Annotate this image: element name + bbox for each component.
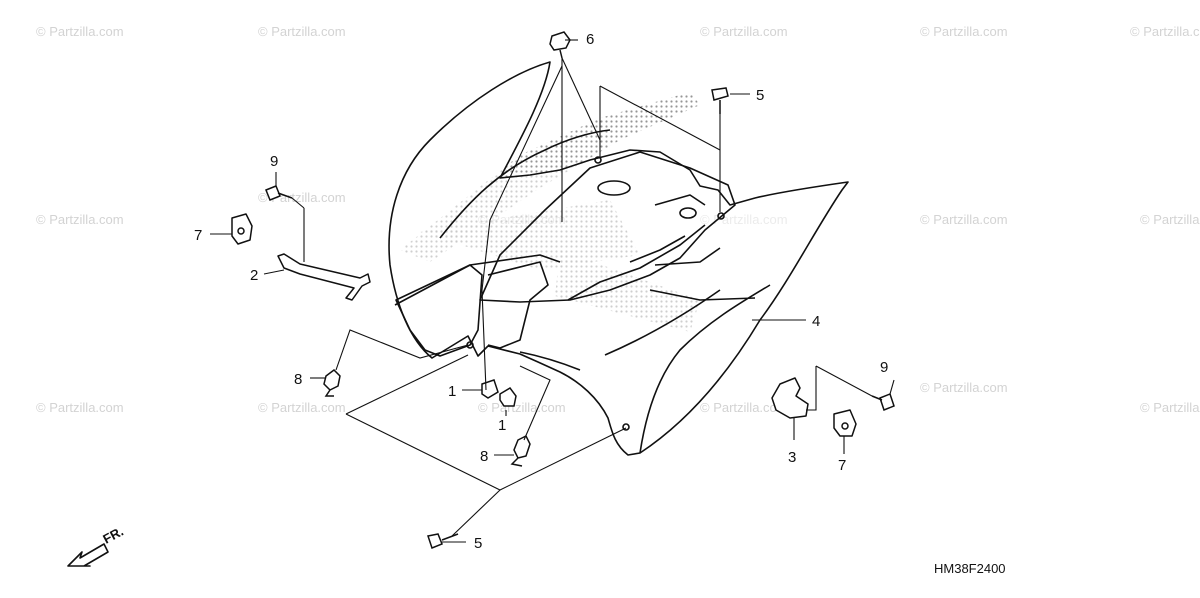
callout-1-a: 1 [448, 383, 456, 400]
diagram-code: HM38F2400 [934, 561, 1006, 576]
callout-8-left: 8 [294, 371, 302, 388]
watermark: © Partzilla.com [1130, 24, 1200, 39]
rear-fender [388, 61, 849, 456]
callout-1-b: 1 [498, 417, 506, 434]
callout-8-right: 8 [480, 448, 488, 465]
watermark: © Partzilla.com [1140, 212, 1200, 227]
watermark: © Partzilla.com [258, 400, 346, 415]
clip-part-7 [231, 213, 857, 437]
callout-7-left: 7 [194, 227, 202, 244]
bracket-part-3 [771, 377, 809, 419]
bolt-part-5 [427, 87, 729, 549]
callout-3: 3 [788, 449, 796, 466]
callout-6: 6 [586, 31, 594, 48]
watermark: © Partzilla.com [258, 24, 346, 39]
front-arrow-label: FR. [100, 524, 126, 547]
callout-9-left: 9 [270, 153, 278, 170]
watermark: © Partzilla.com [920, 380, 1008, 395]
callout-4: 4 [812, 313, 820, 330]
bracket-part-2 [277, 253, 371, 301]
callout-9-right: 9 [880, 359, 888, 376]
watermark: © Partzilla.com [36, 212, 124, 227]
watermark: © Partzilla.com [700, 400, 788, 415]
bolt-part-9 [265, 185, 895, 411]
watermark: © Partzilla.com [36, 24, 124, 39]
watermark: © Partzilla.com [36, 400, 124, 415]
callout-7-right: 7 [838, 457, 846, 474]
clip-part-8 [323, 369, 531, 467]
watermark: © Partzilla.com [920, 212, 1008, 227]
watermark: © Partzilla.com [1140, 400, 1200, 415]
front-direction-arrow-icon: FR. [67, 524, 126, 567]
nut-part-1 [481, 379, 517, 407]
bolt-part-6 [549, 31, 571, 59]
watermark: © Partzilla.com [700, 24, 788, 39]
callout-5-bottom: 5 [474, 535, 482, 552]
watermark: © Partzilla.com [920, 24, 1008, 39]
watermark: © Partzilla.com [478, 400, 566, 415]
leader-lines [210, 39, 895, 543]
callout-5-top: 5 [756, 87, 764, 104]
callout-2: 2 [250, 267, 258, 284]
